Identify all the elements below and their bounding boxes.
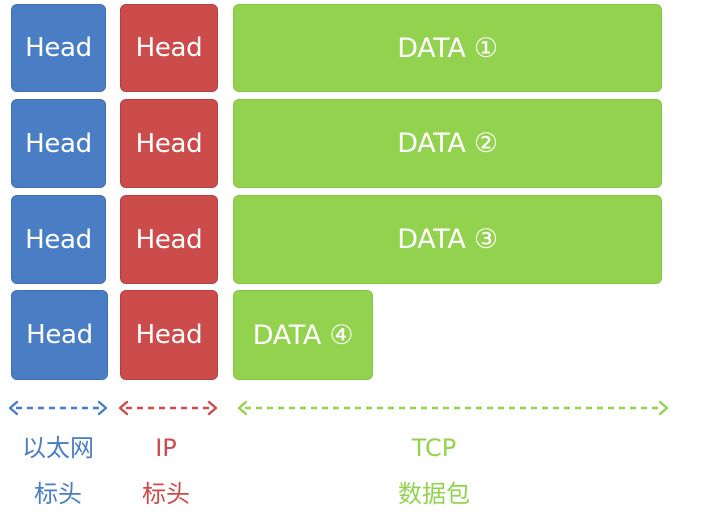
ip-label-line1: IP — [155, 434, 177, 462]
ethernet-head-4: Head — [11, 290, 108, 380]
ip-head-4: Head — [120, 290, 218, 380]
ethernet-span-arrow — [8, 400, 108, 416]
ethernet-head-1: Head — [11, 4, 106, 92]
ip-head-3: Head — [120, 195, 218, 284]
tcp-data-2: DATA ② — [233, 99, 662, 188]
ethernet-label-line1: 以太网 — [22, 434, 94, 462]
tcp-label-line1: TCP — [411, 434, 457, 462]
ethernet-head-3: Head — [11, 195, 106, 284]
ip-head-2: Head — [120, 99, 218, 188]
ethernet-head-2: Head — [11, 99, 106, 188]
ethernet-label-line2: 标头 — [34, 480, 82, 508]
ip-label-line2: 标头 — [142, 480, 190, 508]
tcp-label-line2: 数据包 — [398, 480, 470, 508]
tcp-data-4: DATA ④ — [233, 290, 373, 380]
tcp-span-arrow — [237, 400, 669, 416]
tcp-data-1: DATA ① — [233, 4, 662, 92]
ip-span-arrow — [118, 400, 218, 416]
tcp-data-3: DATA ③ — [233, 195, 662, 284]
ip-head-1: Head — [120, 4, 218, 92]
